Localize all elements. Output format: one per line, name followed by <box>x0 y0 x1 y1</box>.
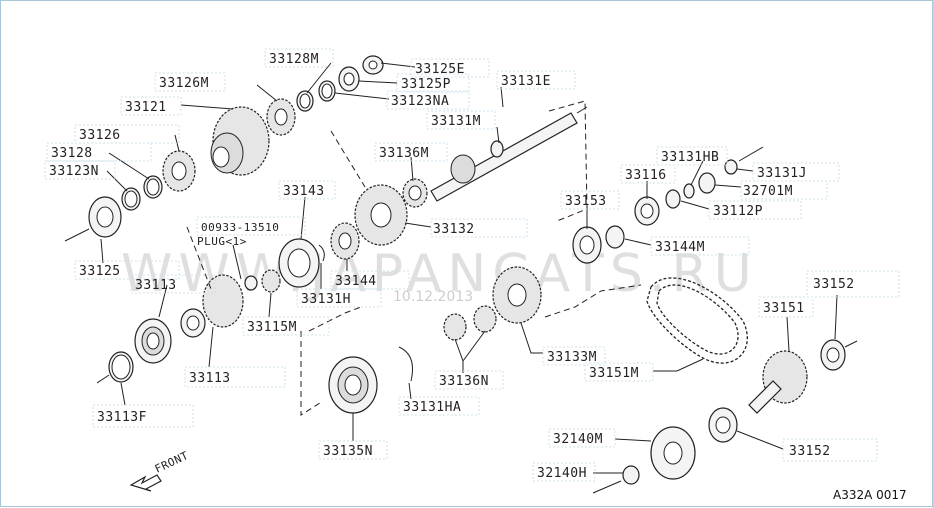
drive-chain-33151m[interactable] <box>646 277 748 364</box>
label-33132[interactable]: 33132 <box>433 222 475 237</box>
label-33136m[interactable]: 33136M <box>379 146 429 161</box>
label-32140h[interactable]: 32140H <box>537 466 587 481</box>
input-gear-33113[interactable] <box>202 274 244 328</box>
needle-bearing-33136n-b[interactable] <box>473 305 497 333</box>
label-33131ha[interactable]: 33131HA <box>403 400 461 415</box>
label-33123n[interactable]: 33123N <box>49 164 99 179</box>
snap-ring-33131h[interactable] <box>318 244 325 262</box>
label-33152-upper[interactable]: 33152 <box>813 277 855 292</box>
front-arrow-icon <box>129 474 162 492</box>
front-label: FRONT <box>153 449 191 476</box>
label-00933-13510[interactable]: 00933-13510 <box>201 221 279 234</box>
label-33144m[interactable]: 33144M <box>655 240 705 255</box>
needle-bearing-33115m[interactable] <box>261 269 281 293</box>
label-33151[interactable]: 33151 <box>763 301 805 316</box>
label-33144[interactable]: 33144 <box>335 274 377 289</box>
label-33143[interactable]: 33143 <box>283 184 325 199</box>
label-33116[interactable]: 33116 <box>625 168 667 183</box>
label-33128[interactable]: 33128 <box>51 146 93 161</box>
label-33126m[interactable]: 33126M <box>159 76 209 91</box>
label-33151m[interactable]: 33151M <box>589 366 639 381</box>
label-32140m[interactable]: 32140M <box>553 432 603 447</box>
seal-32701m[interactable] <box>698 172 716 194</box>
label-33115m[interactable]: 33115M <box>247 320 297 335</box>
spacer-33144m[interactable] <box>605 225 625 249</box>
label-33133m[interactable]: 33133M <box>547 350 597 365</box>
plug-00933-13510[interactable] <box>244 275 258 291</box>
label-33131h[interactable]: 33131H <box>301 292 351 307</box>
nut-33131j[interactable] <box>724 159 738 175</box>
label-33136n[interactable]: 33136N <box>439 374 489 389</box>
diagram-reference-code: A332A 0017 <box>833 488 907 502</box>
needle-bearing-33136n-a[interactable] <box>443 313 467 341</box>
label-33131e[interactable]: 33131E <box>501 74 551 89</box>
label-33123na[interactable]: 33123NA <box>391 94 449 109</box>
label-33112p[interactable]: 33112P <box>713 204 763 219</box>
label-33131m[interactable]: 33131M <box>431 114 481 129</box>
label-33131hb[interactable]: 33131HB <box>661 150 719 165</box>
label-33113-upper[interactable]: 33113 <box>135 278 177 293</box>
label-33113-lower[interactable]: 33113 <box>189 371 231 386</box>
front-direction-indicator: FRONT <box>129 449 191 492</box>
label-33125[interactable]: 33125 <box>79 264 121 279</box>
label-33113f[interactable]: 33113F <box>97 410 147 425</box>
label-33152-lower[interactable]: 33152 <box>789 444 831 459</box>
snap-ring-33131ha[interactable] <box>398 346 413 382</box>
label-33121[interactable]: 33121 <box>125 100 167 115</box>
label-32701m[interactable]: 32701M <box>743 184 793 199</box>
label-33128m[interactable]: 33128M <box>269 52 319 67</box>
watermark-date: 10.12.2013 <box>393 289 473 305</box>
label-33125e[interactable]: 33125E <box>415 62 465 77</box>
label-33153[interactable]: 33153 <box>565 194 607 209</box>
ring-33131hb[interactable] <box>683 183 695 199</box>
nut-32140h[interactable] <box>622 465 640 485</box>
label-33125p[interactable]: 33125P <box>401 77 451 92</box>
label-plug: PLUG<1> <box>197 235 247 248</box>
label-33131j[interactable]: 33131J <box>757 166 807 181</box>
label-33135n[interactable]: 33135N <box>323 444 373 459</box>
spacer-33112p[interactable] <box>665 189 681 209</box>
label-33126[interactable]: 33126 <box>79 128 121 143</box>
